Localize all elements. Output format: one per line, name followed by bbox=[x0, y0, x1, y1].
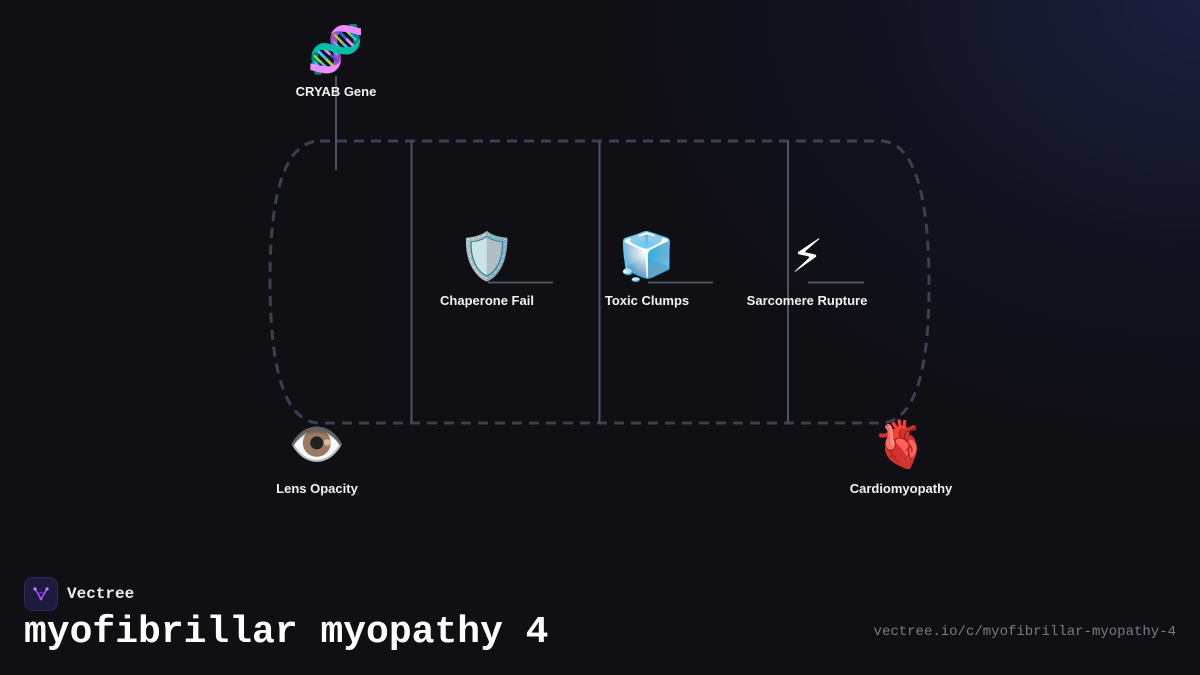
eye-icon: 👁️ bbox=[288, 417, 346, 471]
node-label: Lens Opacity bbox=[276, 481, 358, 496]
anatomical-heart-icon: 🫀 bbox=[872, 417, 930, 471]
vectree-logo-icon bbox=[24, 577, 58, 611]
node-label: Toxic Clumps bbox=[604, 293, 690, 308]
dna-icon: 🧬 bbox=[307, 22, 365, 76]
lightning-icon: ⚡ bbox=[790, 229, 824, 283]
node-toxic-clumps: 🧊 Toxic Clumps bbox=[547, 227, 747, 308]
dashed-loop bbox=[268, 139, 931, 425]
node-cardiomyopathy: 🫀 Cardiomyopathy bbox=[801, 415, 1001, 496]
shield-icon: 🛡️ bbox=[458, 229, 516, 283]
ice-cube-icon: 🧊 bbox=[618, 229, 676, 283]
node-label: CRYAB Gene bbox=[295, 84, 377, 99]
node-label: Chaperone Fail bbox=[440, 293, 534, 308]
node-sarcomere-rupture: ⚡ Sarcomere Rupture bbox=[707, 227, 907, 308]
node-cryab-gene: 🧬 CRYAB Gene bbox=[236, 20, 436, 99]
node-chaperone-fail: 🛡️ Chaperone Fail bbox=[387, 227, 587, 308]
node-label: Sarcomere Rupture bbox=[746, 293, 868, 308]
page-url[interactable]: vectree.io/c/myofibrillar-myopathy-4 bbox=[873, 624, 1176, 640]
node-label: Cardiomyopathy bbox=[849, 481, 953, 496]
page-title: myofibrillar myopathy 4 bbox=[24, 611, 549, 654]
brand[interactable]: Vectree bbox=[24, 577, 134, 611]
node-lens-opacity: 👁️ Lens Opacity bbox=[217, 415, 417, 496]
brand-name: Vectree bbox=[67, 585, 135, 603]
